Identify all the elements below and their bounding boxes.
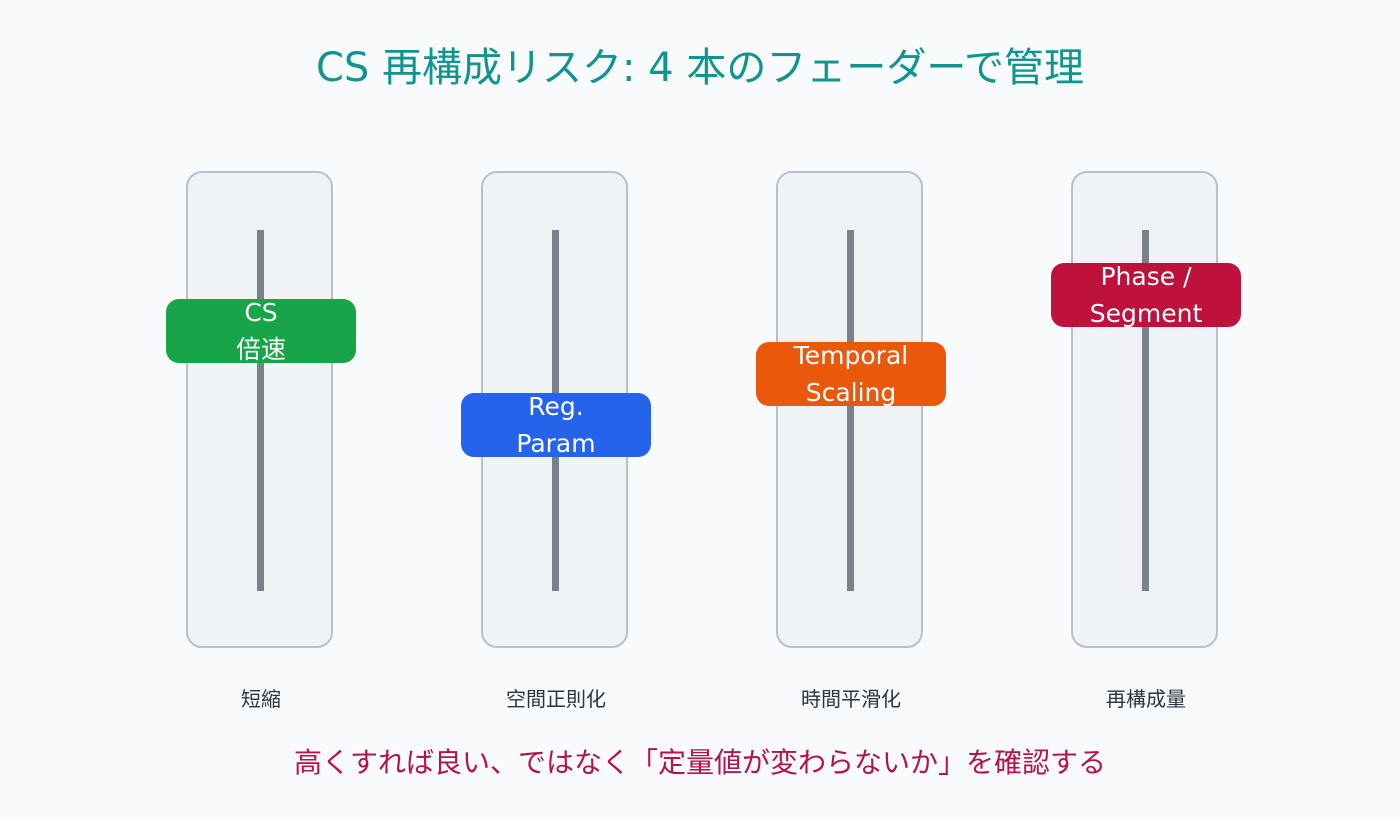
fader-caption: 時間平滑化 [801, 687, 901, 711]
fader-caption: 空間正則化 [506, 687, 606, 711]
fader-knob[interactable]: Phase / Segment [1051, 262, 1241, 328]
page-title: CS 再構成リスク: 4 本のフェーダーで管理 [316, 45, 1084, 91]
fader-knob[interactable]: Reg. Param [461, 392, 651, 458]
footer-note: 高くすれば良い、ではなく「定量値が変わらないか」を確認する [293, 746, 1106, 779]
fader-knob-label: Temporal Scaling [793, 341, 909, 407]
fader-track [847, 230, 854, 591]
fader-knob[interactable]: CS 倍速 [166, 298, 356, 364]
fader-caption: 再構成量 [1106, 687, 1186, 711]
fader-knob[interactable]: Temporal Scaling [756, 341, 946, 407]
fader-reg-param: Reg. Param 空間正則化 [436, 0, 676, 820]
fader-caption: 短縮 [241, 687, 281, 711]
fader-knob-label: CS 倍速 [235, 298, 286, 364]
fader-temporal-scaling: Temporal Scaling 時間平滑化 [731, 0, 971, 820]
fader-phase-segment: Phase / Segment 再構成量 [1026, 0, 1266, 820]
fader-track [257, 230, 264, 591]
fader-cs-speed: CS 倍速 短縮 [141, 0, 381, 820]
fader-knob-label: Reg. Param [516, 392, 596, 458]
fader-knob-label: Phase / Segment [1089, 262, 1203, 328]
fader-track [1142, 230, 1149, 591]
